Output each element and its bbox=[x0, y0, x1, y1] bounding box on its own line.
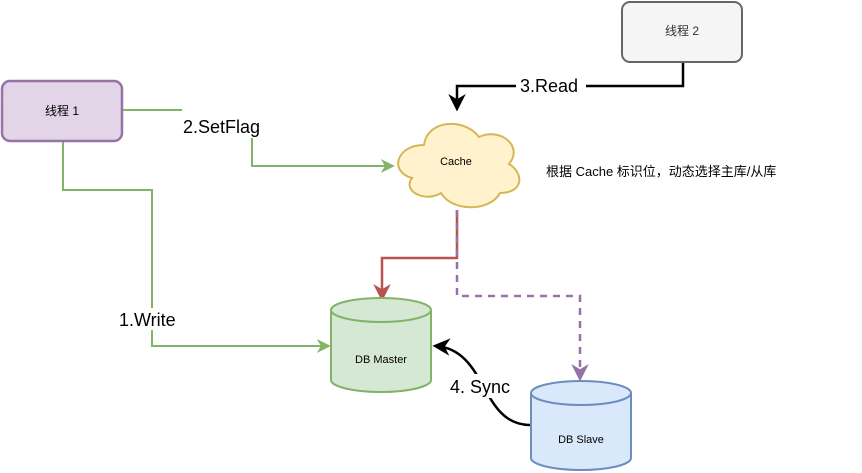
db-master-label: DB Master bbox=[355, 354, 407, 366]
edge-cache-to-master bbox=[373, 210, 459, 302]
db-slave-label: DB Slave bbox=[558, 434, 604, 446]
sync-label: 4. Sync bbox=[450, 377, 510, 397]
set-flag-label: 2.SetFlag bbox=[183, 117, 260, 137]
edge-cache-to-slave bbox=[455, 210, 589, 382]
cache-label: Cache bbox=[440, 156, 472, 168]
sync-label-bg bbox=[446, 374, 520, 398]
db-slave-node[interactable]: DB Slave bbox=[530, 380, 632, 471]
edge-set-flag bbox=[122, 109, 395, 173]
thread1-node[interactable]: 线程 1 bbox=[0, 79, 124, 143]
db-master-node[interactable]: DB Master bbox=[330, 297, 432, 393]
edge-write bbox=[62, 142, 331, 353]
read-label-bg bbox=[516, 74, 586, 96]
cache-node[interactable]: Cache bbox=[397, 122, 521, 209]
write-label-bg bbox=[116, 308, 186, 330]
thread2-node[interactable]: 线程 2 bbox=[621, 1, 743, 63]
write-label: 1.Write bbox=[119, 310, 176, 330]
thread2-label: 线程 2 bbox=[665, 23, 699, 38]
thread1-label: 线程 1 bbox=[45, 103, 79, 118]
annotation-text: 根据 Cache 标识位，动态选择主库/从库 bbox=[546, 164, 776, 179]
read-label: 3.Read bbox=[520, 76, 578, 96]
